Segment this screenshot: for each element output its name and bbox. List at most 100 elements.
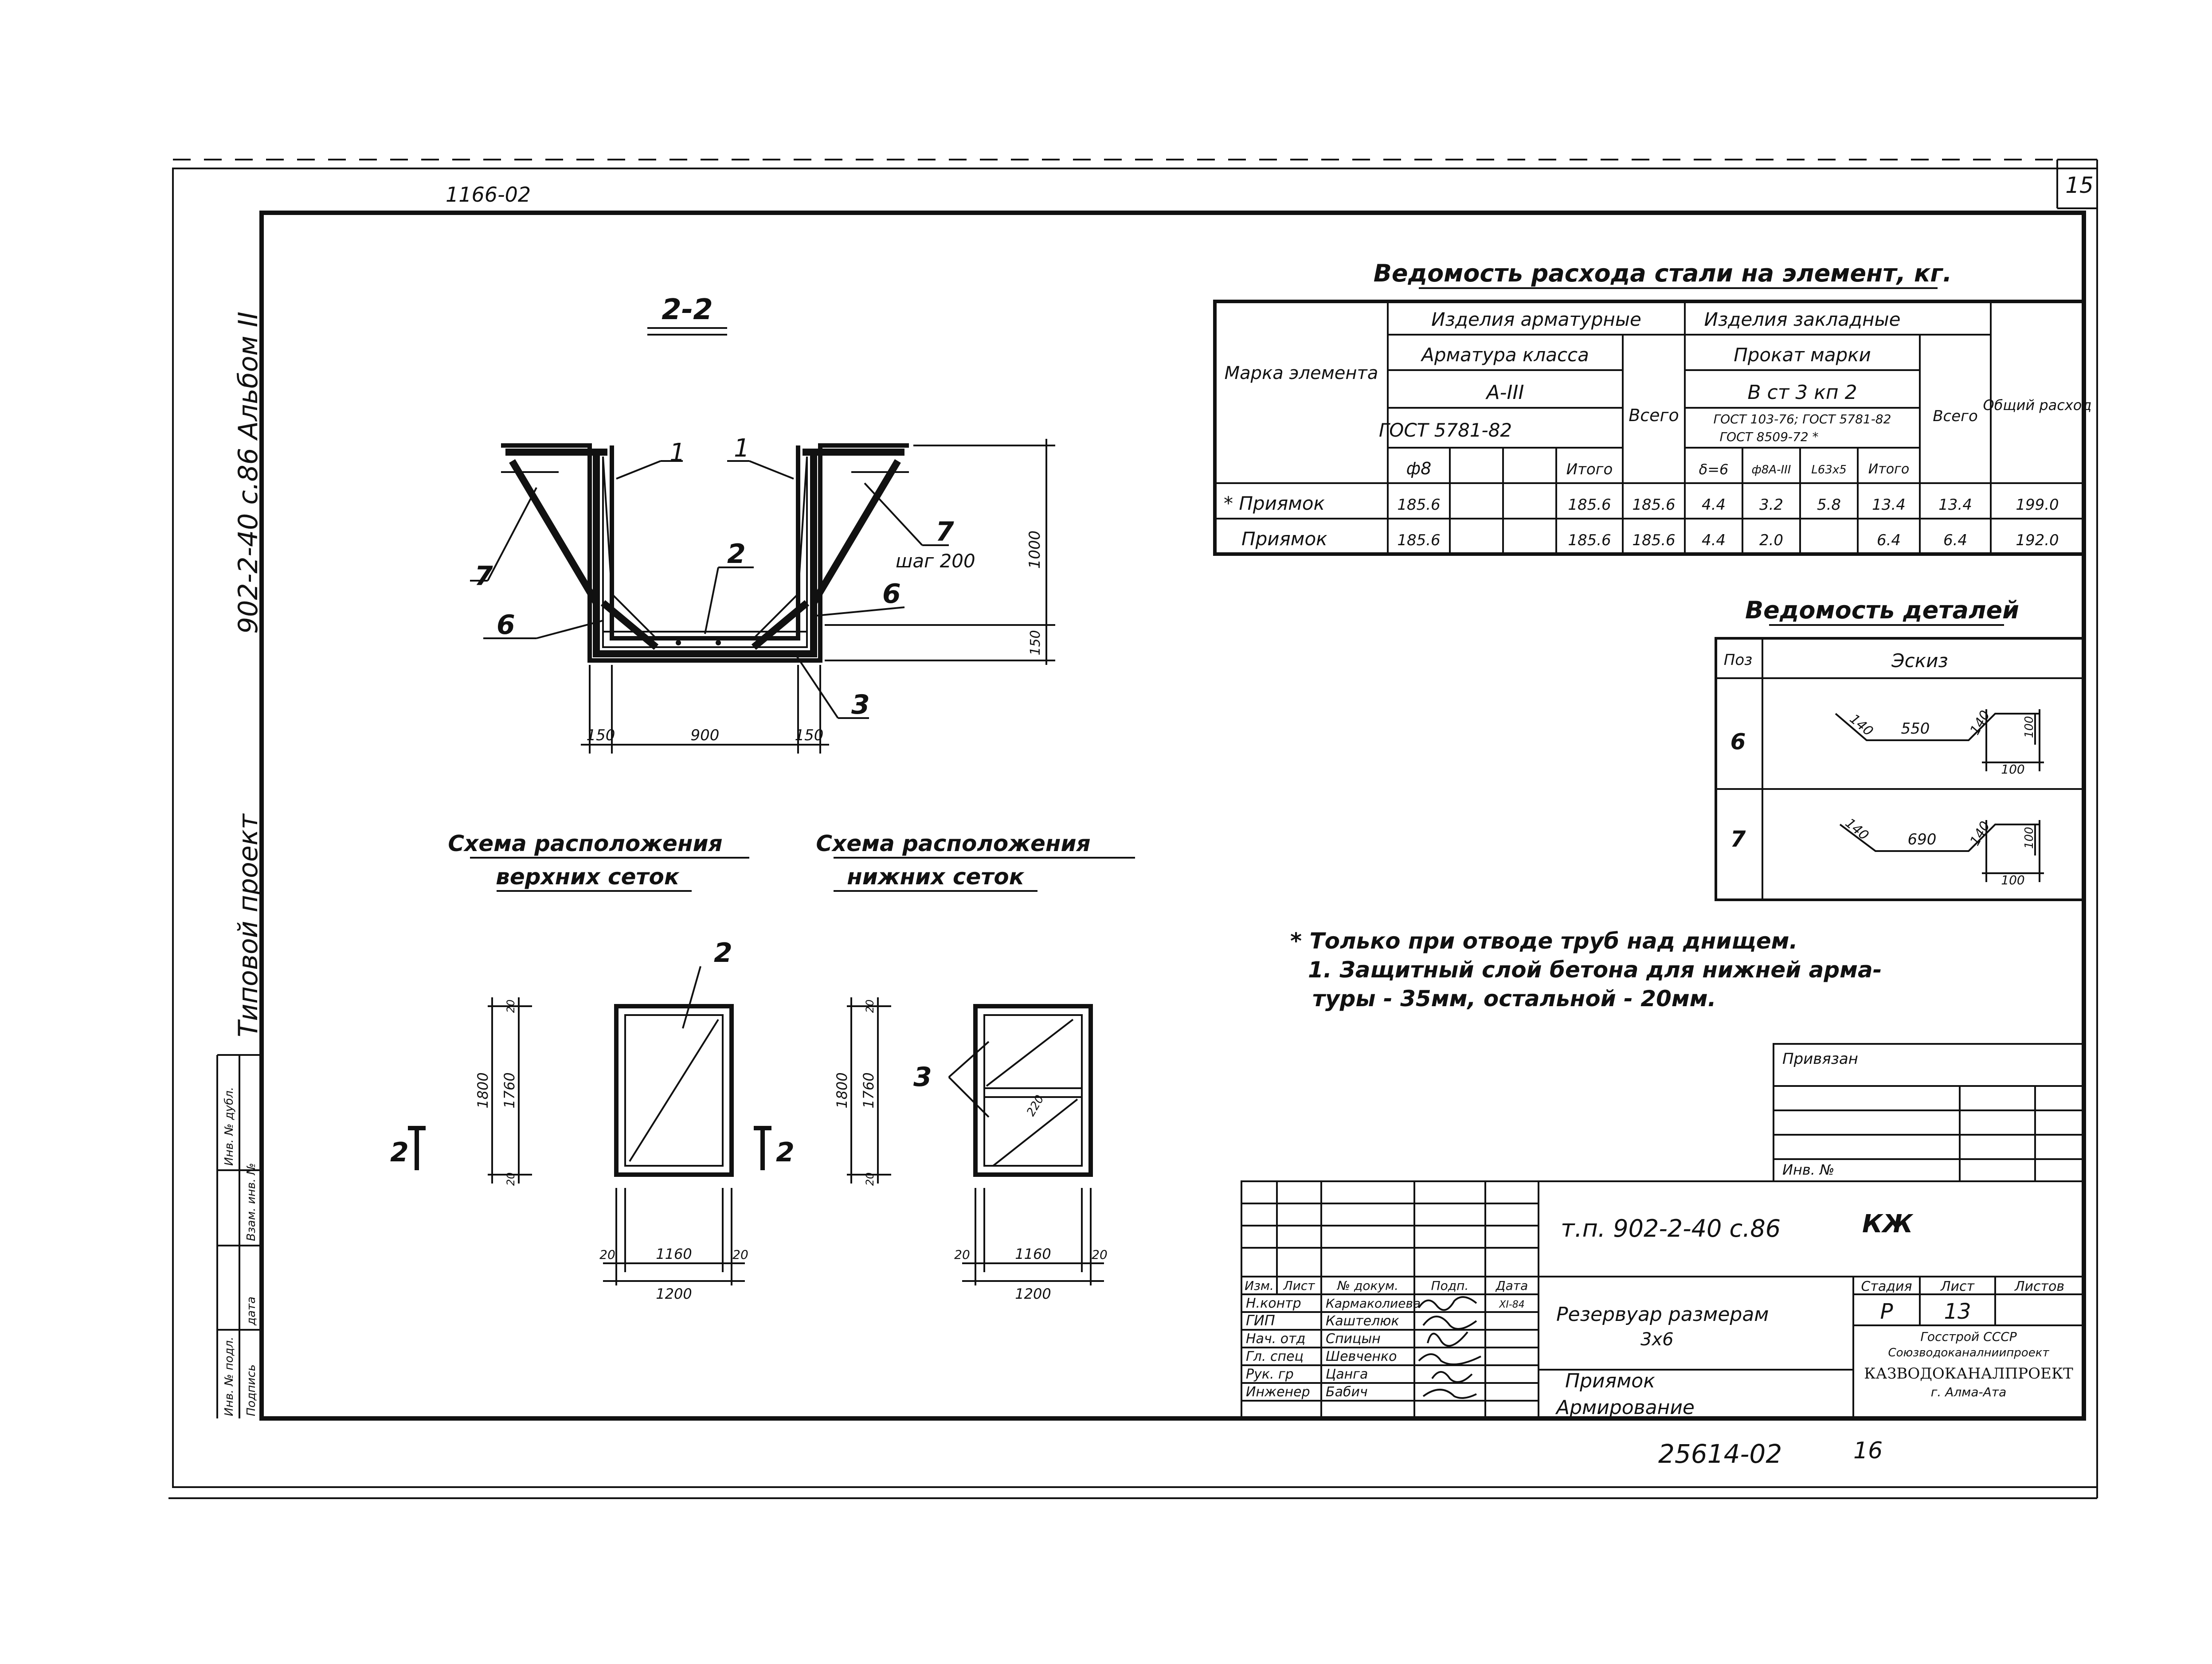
lower-scheme-title: Схема расположения bbox=[816, 831, 1090, 856]
rolled-grade: В ст 3 кп 2 bbox=[1747, 381, 1857, 404]
dim-20: 20 bbox=[732, 1247, 748, 1262]
stamp-header: Дата bbox=[1495, 1278, 1528, 1293]
lower-scheme-subtitle: нижних сеток bbox=[847, 864, 1024, 890]
overall-header: Общий расход bbox=[1983, 397, 2092, 414]
detail-dim: 140 bbox=[1967, 708, 1993, 738]
stamp-title: Армирование bbox=[1555, 1396, 1695, 1419]
tie-inv: Инв. № bbox=[1782, 1161, 1834, 1178]
stamp-date: XI-84 bbox=[1499, 1299, 1525, 1310]
stamp-title: Приямок bbox=[1565, 1370, 1655, 1392]
dim-20: 20 bbox=[864, 1000, 876, 1013]
cell: 185.6 bbox=[1397, 496, 1440, 514]
dim-20: 20 bbox=[1092, 1247, 1108, 1262]
dim-20: 20 bbox=[505, 1000, 517, 1013]
detail-dim: 550 bbox=[1901, 720, 1930, 738]
stamp-role: Нач. отд bbox=[1246, 1331, 1305, 1347]
stamp-org: г. Алма-Ата bbox=[1931, 1385, 2007, 1399]
cell: 6.4 bbox=[1877, 531, 1901, 549]
stamp-person: Шевченко bbox=[1326, 1349, 1397, 1364]
dim-150: 150 bbox=[795, 727, 824, 744]
note-1: 1. Защитный слой бетона для нижней арма- bbox=[1308, 957, 1882, 983]
sub-header: Итого bbox=[1868, 461, 1909, 477]
sub-header: L63х5 bbox=[1811, 463, 1847, 477]
dim-20: 20 bbox=[505, 1172, 517, 1186]
stamp-role: Инженер bbox=[1246, 1384, 1310, 1400]
cell: 6.4 bbox=[1943, 531, 1967, 549]
dim-1200: 1200 bbox=[1015, 1285, 1051, 1302]
step-label: шаг 200 bbox=[896, 550, 975, 572]
cell: 185.6 bbox=[1632, 531, 1675, 549]
stamp-role: Рук. гр bbox=[1246, 1367, 1294, 1382]
stamp-stage-header: Стадия bbox=[1861, 1279, 1912, 1294]
note-1-cont: туры - 35мм, остальной - 20мм. bbox=[1312, 986, 1716, 1012]
upper-scheme-subtitle: верхних сеток bbox=[496, 864, 680, 890]
detail-dim: 100 bbox=[2023, 716, 2036, 738]
tie-block: Привязан Инв. № bbox=[1773, 1043, 2085, 1182]
cell: 13.4 bbox=[1938, 496, 1972, 514]
group-embed-header: Изделия закладные bbox=[1704, 309, 1901, 330]
table-row: * Приямок 185.6 185.6 185.6 4.4 3.2 5.8 … bbox=[1224, 492, 2059, 514]
detail-row: 6 140 550 140 100 100 bbox=[1730, 708, 2044, 777]
stamp-stage: Р bbox=[1880, 1299, 1893, 1324]
stamp-mark: КЖ bbox=[1862, 1210, 1914, 1238]
rolled-header: Прокат марки bbox=[1734, 344, 1871, 366]
cell: 192.0 bbox=[2016, 531, 2059, 549]
stamp-person: Цанга bbox=[1326, 1367, 1368, 1382]
sub-header: ф8А-III bbox=[1752, 463, 1791, 477]
rebar-grade: А-III bbox=[1485, 381, 1524, 404]
sheet-frame bbox=[168, 159, 2098, 1499]
sub-header: ф8 bbox=[1406, 459, 1432, 478]
stamp-person: Спицын bbox=[1326, 1331, 1381, 1347]
rebar-class-header: Арматура класса bbox=[1420, 344, 1589, 366]
stamp-sheet-header: Лист bbox=[1940, 1279, 1975, 1294]
cell: 185.6 bbox=[1568, 496, 1611, 514]
cell: 4.4 bbox=[1702, 531, 1726, 549]
stamp-role: Гл. спец bbox=[1246, 1349, 1304, 1364]
rolled-gost: ГОСТ 103-76; ГОСТ 5781-82 bbox=[1714, 412, 1891, 426]
lower-callout-3: 3 bbox=[913, 1062, 932, 1093]
col-pos: Поз bbox=[1724, 651, 1752, 669]
callout-1: 1 bbox=[734, 434, 750, 463]
embed-total-header: Всего bbox=[1933, 407, 1978, 425]
detail-dim: 100 bbox=[2001, 873, 2024, 887]
callout-6: 6 bbox=[497, 609, 515, 641]
dim-1760: 1760 bbox=[501, 1072, 518, 1108]
details-table: Ведомость деталей Поз Эскиз 6 140 550 14… bbox=[1715, 596, 2085, 901]
dim-1760: 1760 bbox=[860, 1072, 877, 1108]
callout-1: 1 bbox=[669, 438, 685, 467]
steel-table: Ведомость расхода стали на элемент, кг. bbox=[1213, 259, 2092, 556]
callout-7: 7 bbox=[936, 516, 954, 547]
side-stamp-cell: Взам. инв. № bbox=[245, 1163, 258, 1241]
cell: 5.8 bbox=[1817, 496, 1841, 514]
title-block: Изм. Лист № докум. Подп. Дата Н.контр Ка… bbox=[1241, 1180, 2085, 1419]
col-sketch: Эскиз bbox=[1891, 650, 1948, 672]
section-2-2: 2-2 1 bbox=[470, 293, 1055, 754]
detail-dim: 100 bbox=[2001, 762, 2024, 777]
dim-150: 150 bbox=[587, 727, 615, 744]
group-rebar-header: Изделия арматурные bbox=[1431, 309, 1641, 330]
sub-header: Итого bbox=[1566, 461, 1613, 478]
stamp-person: Бабич bbox=[1326, 1384, 1368, 1400]
stamp-org: Госстрой СССР bbox=[1920, 1329, 2016, 1344]
stamp-sheet-number: 13 bbox=[1944, 1299, 1971, 1324]
side-stamp-cell: дата bbox=[245, 1297, 258, 1326]
callout-3: 3 bbox=[851, 689, 870, 720]
stamp-title: 3х6 bbox=[1640, 1329, 1674, 1350]
bottom-number: 16 bbox=[1853, 1437, 1883, 1464]
top-code: 1166-02 bbox=[446, 183, 531, 207]
stamp-role: ГИП bbox=[1246, 1312, 1275, 1329]
rolled-gost: ГОСТ 8509-72 * bbox=[1719, 430, 1818, 444]
details-table-title: Ведомость деталей bbox=[1745, 596, 2019, 624]
detail-row: 7 140 690 140 100 100 bbox=[1730, 815, 2044, 887]
upper-callout-2: 2 bbox=[714, 937, 732, 969]
detail-pos: 7 bbox=[1730, 826, 1746, 852]
rebar-gost: ГОСТ 5781-82 bbox=[1379, 419, 1512, 441]
side-album-label: 902-2-40 с.86 Альбом II bbox=[233, 312, 264, 634]
cell: 2.0 bbox=[1759, 531, 1783, 549]
cell: 185.6 bbox=[1568, 531, 1611, 549]
mesh-schemes: Схема расположения верхних сеток Схема р… bbox=[390, 831, 1135, 1302]
dim-20: 20 bbox=[954, 1247, 970, 1262]
dim-20: 20 bbox=[599, 1247, 615, 1262]
stamp-title: Резервуар размерам bbox=[1556, 1303, 1769, 1326]
